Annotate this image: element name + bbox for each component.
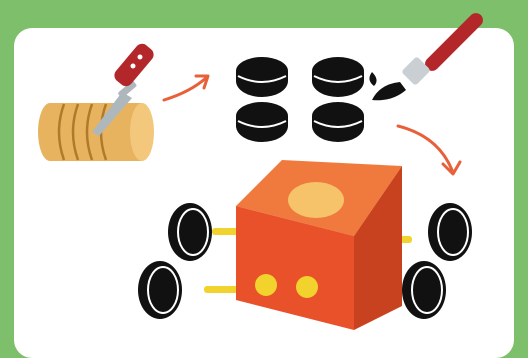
box-dot	[255, 274, 277, 296]
wheel-slice	[236, 102, 288, 142]
craft-steps-illustration	[0, 0, 528, 347]
paint-drip	[369, 72, 376, 86]
wheel-slice	[312, 102, 364, 142]
box-window	[288, 182, 344, 218]
paintbrush-icon	[369, 10, 485, 100]
wheel-slice	[312, 57, 364, 97]
brush-bristles	[372, 82, 406, 100]
box-dot	[296, 276, 318, 298]
car-wheel	[428, 203, 472, 261]
wheel-slices	[236, 57, 364, 142]
knife-rivet	[131, 64, 136, 69]
car-wheel	[402, 261, 446, 319]
wheel-slice	[236, 57, 288, 97]
arrow-step-1	[164, 78, 206, 100]
cork-front-face	[130, 103, 154, 161]
car-wheel	[168, 203, 212, 261]
knife-rivet	[138, 55, 143, 60]
box-car	[138, 160, 472, 330]
brush-handle	[422, 10, 486, 74]
car-axle	[212, 228, 240, 235]
car-wheel	[138, 261, 182, 319]
car-axle	[204, 286, 238, 293]
